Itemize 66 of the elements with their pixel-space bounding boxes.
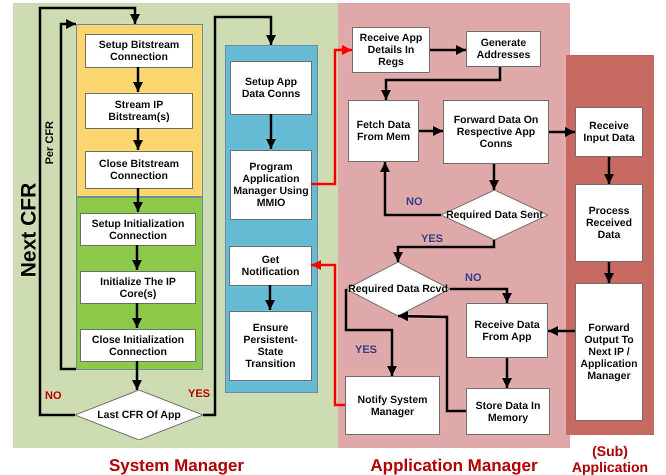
process-box: Forward Output To Next IP / Application Manager	[575, 283, 643, 421]
process-box: Forward Data On Respective App Conns	[443, 100, 549, 164]
panel	[13, 3, 340, 475]
process-box: Fetch Data From Mem	[348, 100, 419, 162]
arrow	[430, 45, 466, 55]
process-box: Setup Initialization Connection	[80, 213, 196, 246]
process-box: Receive Input Data	[575, 107, 643, 157]
edge-label: YES	[354, 344, 378, 356]
process-box: Notify System Manager	[345, 376, 440, 435]
process-box: Process Received Data	[575, 184, 643, 262]
edge-label: Per CFR	[44, 120, 56, 166]
panel	[338, 3, 570, 475]
process-box: Get Notification	[229, 246, 312, 286]
process-box: Receive Data From App	[466, 303, 548, 358]
arrow	[548, 326, 575, 336]
edge-label: YES	[187, 388, 212, 400]
arrow	[203, 16, 276, 416]
process-box: Setup Bitstream Connection	[85, 34, 193, 68]
arrow	[133, 188, 143, 212]
process-box: Generate Addresses	[466, 31, 541, 67]
arrow	[380, 162, 441, 216]
process-box: Close Bitstream Connection	[85, 151, 193, 189]
arrow	[489, 164, 499, 190]
arrow	[132, 245, 142, 270]
arrow	[502, 358, 512, 388]
edge-label: NO	[464, 272, 482, 284]
process-box: Initialize The IP Core(s)	[80, 271, 196, 304]
panel	[566, 55, 654, 475]
arrow	[133, 67, 143, 92]
arrow	[381, 67, 502, 100]
arrow	[311, 45, 352, 186]
arrow	[266, 114, 276, 149]
group-box	[225, 45, 318, 393]
arrow	[133, 128, 143, 150]
arrow	[549, 127, 575, 137]
side-label: Next CFR	[17, 182, 42, 278]
process-box: Setup App Data Conns	[230, 61, 312, 115]
process-box: Store Data In Memory	[466, 388, 550, 435]
arrow	[132, 361, 142, 390]
panel-title: Application Manager	[369, 457, 539, 475]
arrow	[265, 285, 275, 310]
edge-label: YES	[420, 233, 444, 245]
arrow	[60, 19, 76, 370]
panel-title: (Sub) Application	[570, 443, 650, 475]
process-box: Receive App Details In Regs	[352, 27, 430, 73]
process-box: Close Initialization Connection	[80, 329, 196, 362]
arrow	[419, 126, 443, 136]
process-box: Stream IP Bitstream(s)	[85, 93, 193, 129]
edge-label: NO	[405, 196, 424, 208]
arrow	[132, 303, 142, 328]
arrow	[393, 240, 496, 262]
process-box: Program Application Manager Using MMIO	[230, 150, 312, 220]
arrow	[450, 288, 512, 303]
edge-label: NO	[44, 390, 62, 402]
group-box	[76, 24, 203, 197]
arrow	[398, 311, 466, 412]
arrow	[344, 289, 397, 376]
arrow	[604, 157, 614, 184]
arrow	[38, 6, 140, 416]
group-box	[76, 197, 203, 370]
arrow	[311, 260, 345, 406]
decision-diamond: Required Data Rcvd	[346, 262, 450, 316]
process-box: Ensure Persistent-State Transition	[229, 311, 312, 381]
arrow	[604, 262, 614, 283]
panel-title: System Manager	[108, 457, 246, 475]
decision-diamond: Required Data Sent	[441, 190, 548, 240]
